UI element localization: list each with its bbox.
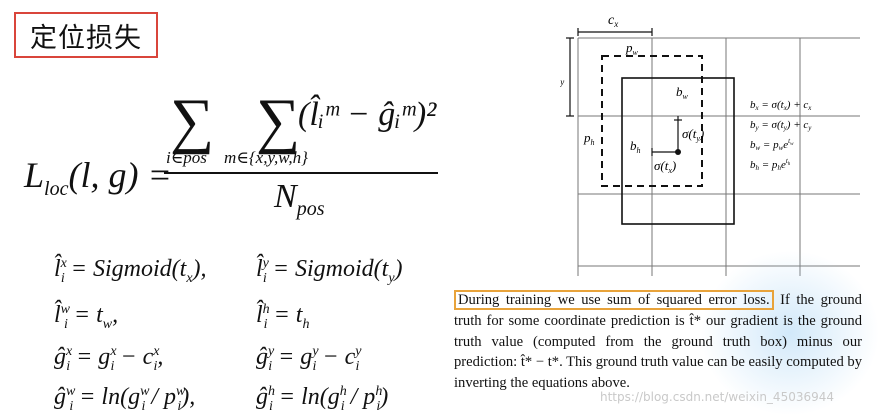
watermark: https://blog.csdn.net/weixin_45036944 xyxy=(600,390,835,404)
eq-ly-sub: i xyxy=(262,270,267,286)
eq-gw-sup: w xyxy=(66,384,76,399)
eq-gh-sup: h xyxy=(268,384,275,399)
grid-lines xyxy=(577,37,860,276)
eq-gh-symbol: ĝ xyxy=(256,384,268,410)
denominator-subscript: pos xyxy=(296,197,325,220)
eq-bh: bh = pheth xyxy=(750,157,791,172)
eq-gx-symbol: ĝ xyxy=(54,344,66,370)
sum-inner-subscript: m∈{x,y,w,h} xyxy=(224,148,308,167)
eq-gh-mid: / p xyxy=(350,384,376,410)
caption-paragraph: During training we use sum of squared er… xyxy=(454,290,862,394)
eq-lh-sup: h xyxy=(262,302,270,317)
fraction-bar xyxy=(164,172,438,174)
sigma-ty-label: σ(ty) xyxy=(682,126,704,143)
eq-gx-tail: − c xyxy=(120,344,154,370)
eq-lx-rhs-end: ), xyxy=(192,256,207,282)
caption-rest: If the ground truth for some coordinate … xyxy=(454,292,862,392)
eq-lw-sup: w xyxy=(60,302,71,317)
eq-lw-rhs-end: , xyxy=(112,302,119,328)
eq-bw: bw = pwetw xyxy=(750,137,794,152)
caption-highlight: During training we use sum of squared er… xyxy=(454,290,774,310)
eq-ly-sup: y xyxy=(262,256,269,271)
eq-gy-sup: y xyxy=(268,344,275,359)
eq-gy-sub: i xyxy=(268,358,273,374)
bw-label: bw xyxy=(676,84,689,101)
box-equations: bx = σ(tx) + cx by = σ(ty) + cy bw = pwe… xyxy=(750,99,812,172)
bh-label: bh xyxy=(630,138,641,155)
eq-gy-symbol: ĝ xyxy=(256,344,268,370)
pw-label: pw xyxy=(625,40,639,57)
eq-ly-rhs: = Sigmoid(t xyxy=(272,256,389,282)
eq-gw-mid: / p xyxy=(151,384,176,410)
eq-by: by = σ(ty) + cy xyxy=(750,119,812,132)
eq-lw-rhs-sub: w xyxy=(102,316,113,332)
eq-lw-symbol: l̂ xyxy=(54,302,61,328)
eq-gy-rhs: = g xyxy=(278,344,313,370)
cy-marker xyxy=(566,37,574,117)
eq-lx-sub: i xyxy=(60,270,65,286)
eq-gh: ĝhi = ln(ghi / phi) xyxy=(256,384,389,414)
eq-lx: l̂xi = Sigmoid(tx), xyxy=(54,256,207,287)
eq-gx-sup: x xyxy=(66,344,73,359)
denominator-symbol: N xyxy=(274,178,297,215)
numerator-term: (l̂ᵢᵐ − ĝᵢᵐ)² xyxy=(298,96,437,133)
sum-symbol-inner: ∑ xyxy=(256,87,301,155)
eq-lw-sub: i xyxy=(64,316,68,332)
eq-gw-sub: i xyxy=(69,398,74,414)
eq-lw: l̂wi = tw, xyxy=(54,302,118,333)
cx-marker xyxy=(577,28,653,36)
eq-gh-sub: i xyxy=(269,398,273,414)
eq-gx-rhs: = g xyxy=(76,344,111,370)
loss-args: (l, g) = xyxy=(68,155,172,195)
eq-lh-rhs-sub: h xyxy=(302,316,310,332)
denominator: Npos xyxy=(274,178,324,221)
predicted-box xyxy=(621,77,735,225)
sigma-tx-label: σ(tx) xyxy=(654,158,676,175)
eq-lh-sub: i xyxy=(263,316,268,332)
eq-gh-rhs: = ln(g xyxy=(278,384,340,410)
bounding-box-diagram: cx cy pw ph bw bh σ(ty) σ(tx) bx = σ(tx)… xyxy=(560,13,860,276)
title-text: 定位损失 xyxy=(30,22,142,54)
eq-gw-symbol: ĝ xyxy=(54,384,66,410)
sum-symbol-outer: ∑ xyxy=(170,87,215,155)
cx-label: cx xyxy=(608,13,618,29)
eq-ly: l̂yi = Sigmoid(ty) xyxy=(256,256,403,287)
eq-lw-rhs: = t xyxy=(73,302,103,328)
eq-gx-sub: i xyxy=(66,358,71,374)
loss-symbol: L xyxy=(24,155,45,195)
eq-lx-rhs-sub: x xyxy=(186,270,193,286)
cy-label: cy xyxy=(560,71,564,87)
eq-gw-rhs: = ln(g xyxy=(79,384,141,410)
eq-gy: ĝyi = gyi − cyi xyxy=(256,344,362,374)
prior-box xyxy=(601,55,703,187)
eq-ly-rhs-end: ) xyxy=(394,256,403,282)
eq-gw: ĝwi = ln(gwi / pwi), xyxy=(54,384,196,414)
loss-lhs: Lloc(l, g) = xyxy=(24,154,172,201)
eq-gy-tail: − c xyxy=(322,344,356,370)
eq-ly-rhs-sub: y xyxy=(388,270,395,286)
eq-lh-symbol: l̂ xyxy=(256,302,263,328)
page-title: 定位损失 xyxy=(14,12,158,58)
eq-lx-symbol: l̂ xyxy=(54,256,61,282)
eq-lx-rhs: = Sigmoid(t xyxy=(70,256,187,282)
sum-outer-subscript: i∈pos xyxy=(166,148,207,167)
eq-bx: bx = σ(tx) + cx xyxy=(750,99,812,112)
ph-label: ph xyxy=(583,130,595,147)
eq-lh-rhs: = t xyxy=(273,302,303,328)
eq-lx-sup: x xyxy=(60,256,67,271)
background-glow xyxy=(700,250,880,416)
box-center-point xyxy=(675,149,681,155)
loss-subscript: loc xyxy=(44,178,69,201)
eq-lh: l̂hi = th xyxy=(256,302,309,333)
eq-ly-symbol: l̂ xyxy=(256,256,263,282)
offset-markers xyxy=(651,116,682,156)
eq-gx: ĝxi = gxi − cxi, xyxy=(54,344,164,374)
